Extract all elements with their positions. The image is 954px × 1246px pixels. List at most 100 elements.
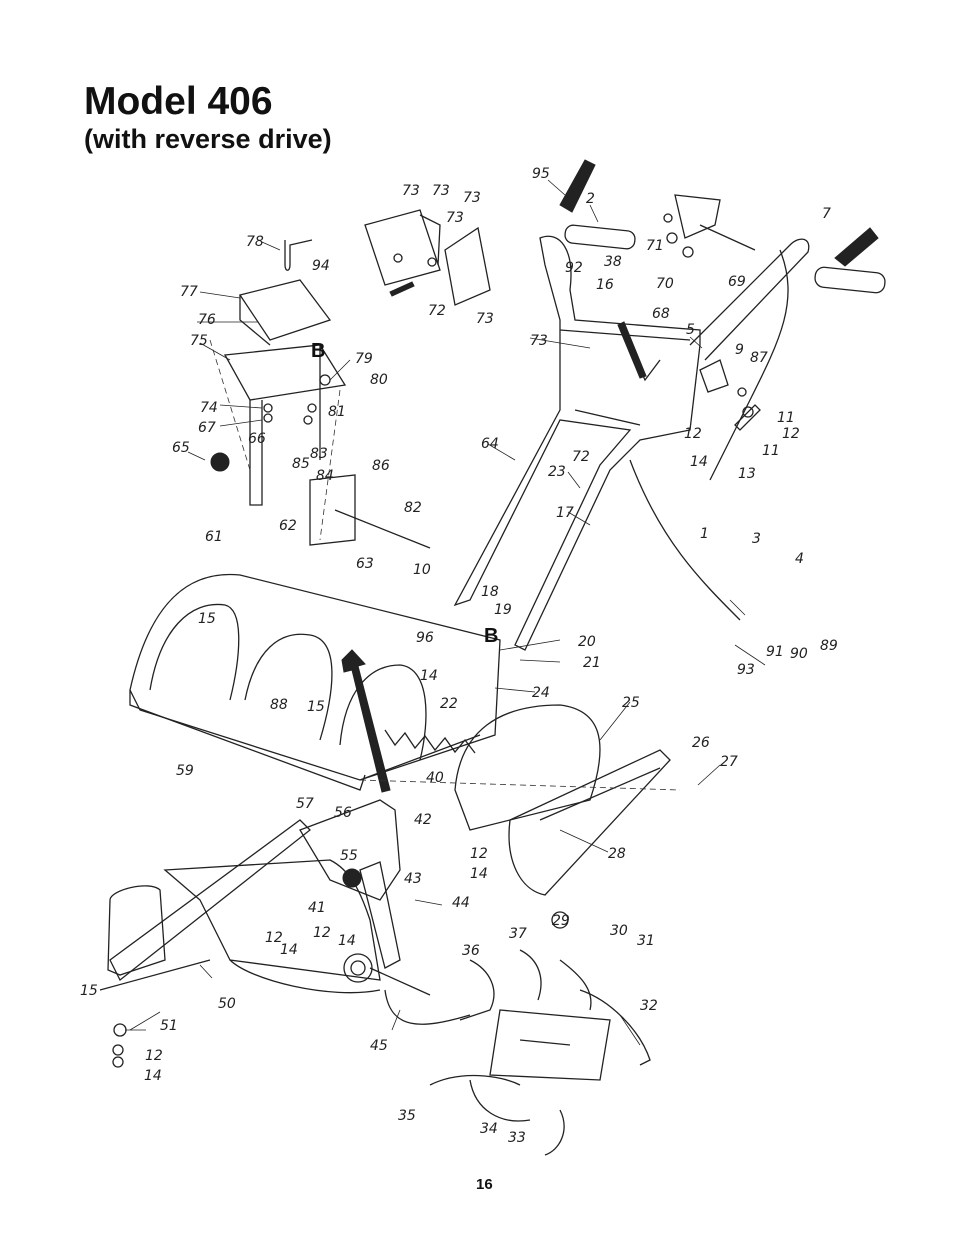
callout-35: 35: [398, 1108, 416, 1124]
page-number: 16: [476, 1176, 493, 1193]
callout-76: 76: [198, 312, 216, 328]
callout-43: 43: [404, 871, 422, 887]
callout-61: 61: [205, 529, 223, 545]
callout-73-e: 73: [476, 311, 494, 327]
callout-12-f: 12: [145, 1048, 163, 1064]
callout-15-b: 15: [307, 699, 325, 715]
callout-78: 78: [246, 234, 264, 250]
callout-26: 26: [692, 735, 710, 751]
callout-73-c: 73: [463, 190, 481, 206]
callout-42: 42: [414, 812, 432, 828]
callout-63: 63: [356, 556, 374, 572]
callout-2: 2: [586, 191, 595, 207]
callout-18: 18: [481, 584, 499, 600]
callout-20: 20: [578, 634, 596, 650]
page-title: Model 406: [84, 80, 273, 123]
callout-14-d: 14: [280, 942, 298, 958]
callout-81: 81: [328, 404, 346, 420]
callout-84: 84: [316, 468, 334, 484]
callout-11-b: 11: [762, 443, 780, 459]
callout-45: 45: [370, 1038, 388, 1054]
callout-7: 7: [822, 206, 831, 222]
callout-3: 3: [752, 531, 761, 547]
callout-13: 13: [738, 466, 756, 482]
callout-9: 9: [735, 342, 744, 358]
callout-21: 21: [583, 655, 601, 671]
callout-38: 38: [604, 254, 622, 270]
callout-14-c: 14: [470, 866, 488, 882]
tine-assembly: [429, 911, 651, 1156]
callout-67: 67: [198, 420, 216, 436]
callout-62: 62: [279, 518, 297, 534]
callout-4: 4: [795, 551, 804, 567]
callout-33: 33: [508, 1130, 526, 1146]
callout-74: 74: [200, 400, 218, 416]
callout-75: 75: [190, 333, 208, 349]
callout-86: 86: [372, 458, 390, 474]
callout-12-c: 12: [470, 846, 488, 862]
callout-28: 28: [608, 846, 626, 862]
callout-90: 90: [790, 646, 808, 662]
callout-56: 56: [334, 805, 352, 821]
callout-91: 91: [766, 644, 784, 660]
callout-32: 32: [640, 998, 658, 1014]
callout-19: 19: [494, 602, 512, 618]
callout-37: 37: [509, 926, 527, 942]
callout-34: 34: [480, 1121, 498, 1137]
tine-shield: [129, 573, 681, 896]
callout-30: 30: [610, 923, 628, 939]
callout-labels: 95 2 92 38 16 71 70 69 7 68 5 9 87 11 12…: [80, 166, 838, 1146]
callout-40: 40: [426, 770, 444, 786]
callout-93: 93: [737, 662, 755, 678]
callout-83: 83: [310, 446, 328, 462]
callout-59: 59: [176, 763, 194, 779]
callout-70: 70: [656, 276, 674, 292]
callout-79: 79: [355, 351, 373, 367]
callout-95: 95: [532, 166, 550, 182]
callout-10: 10: [413, 562, 431, 578]
callout-80: 80: [370, 372, 388, 388]
callout-73-d: 73: [446, 210, 464, 226]
callout-23: 23: [548, 464, 566, 480]
callout-17: 17: [556, 505, 574, 521]
page-subtitle: (with reverse drive): [84, 124, 332, 154]
callout-44: 44: [452, 895, 470, 911]
top-bracket-group: [364, 209, 491, 306]
callout-85: 85: [292, 456, 310, 472]
callout-73-b: 73: [432, 183, 450, 199]
reverse-bracket-assembly: [209, 239, 431, 549]
callout-31: 31: [637, 933, 655, 949]
callout-73-a: 73: [402, 183, 420, 199]
callout-50: 50: [218, 996, 236, 1012]
callout-24: 24: [532, 685, 550, 701]
callout-12-d: 12: [265, 930, 283, 946]
detail-marker-b-lower: B: [484, 625, 498, 647]
detail-marker-b-top: B: [311, 340, 325, 362]
callout-64: 64: [481, 436, 499, 452]
callout-14-b: 14: [420, 668, 438, 684]
callout-51: 51: [160, 1018, 178, 1034]
callout-68: 68: [652, 306, 670, 322]
callout-77: 77: [180, 284, 198, 300]
callout-89: 89: [820, 638, 838, 654]
callout-57: 57: [296, 796, 314, 812]
callout-12-e: 12: [313, 925, 331, 941]
callout-82: 82: [404, 500, 422, 516]
callout-27: 27: [720, 754, 738, 770]
callout-11-a: 11: [777, 410, 795, 426]
callout-14-f: 14: [144, 1068, 162, 1084]
leader-lines: [125, 179, 766, 1046]
callout-15-c: 15: [80, 983, 98, 999]
callout-94: 94: [312, 258, 330, 274]
callout-73-f: 73: [530, 333, 548, 349]
callout-41: 41: [308, 900, 326, 916]
handle-assembly: [453, 159, 886, 651]
callout-14-a: 14: [690, 454, 708, 470]
callout-29: 29: [552, 913, 570, 929]
callout-36: 36: [462, 943, 480, 959]
callout-92: 92: [565, 260, 583, 276]
callout-87: 87: [750, 350, 768, 366]
callout-16: 16: [596, 277, 614, 293]
callout-72-a: 72: [428, 303, 446, 319]
